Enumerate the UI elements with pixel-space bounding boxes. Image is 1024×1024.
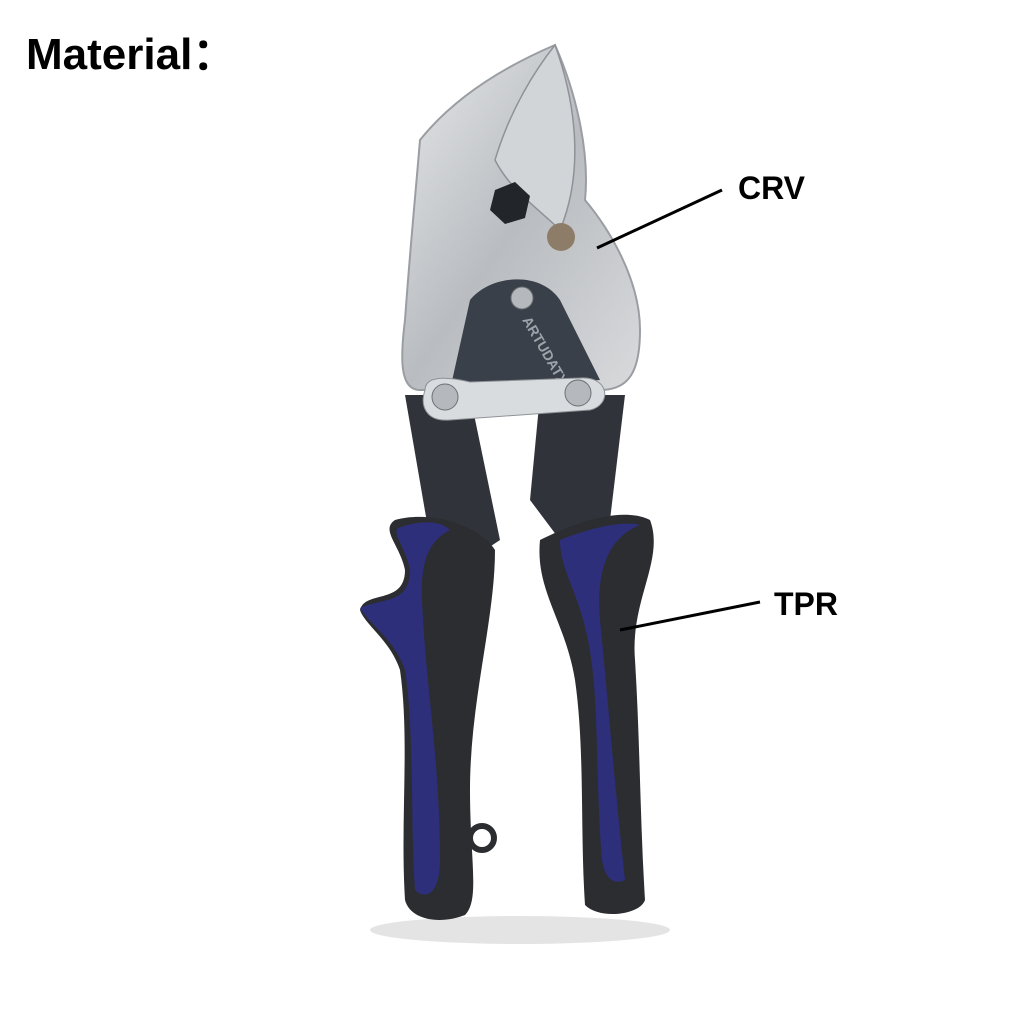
jaw-plate — [450, 279, 600, 390]
lock-bar — [422, 377, 606, 421]
shadow — [370, 916, 670, 944]
logo-badge — [547, 223, 575, 251]
pivot-bolt-icon — [490, 182, 530, 224]
callout-line-crv — [596, 188, 723, 250]
screw-icon — [431, 383, 459, 411]
left-grip-blue-insert — [360, 522, 450, 895]
hanging-loop — [467, 823, 497, 853]
callout-label-tpr: TPR — [774, 586, 838, 622]
right-arm — [530, 395, 625, 540]
page-title: Material： — [26, 30, 237, 79]
screw-icon — [510, 286, 534, 310]
right-grip-blue-insert — [560, 523, 640, 882]
callout-label-crv: CRV — [738, 170, 805, 206]
screw-icon — [564, 379, 592, 407]
callout-line-tpr — [619, 600, 761, 632]
